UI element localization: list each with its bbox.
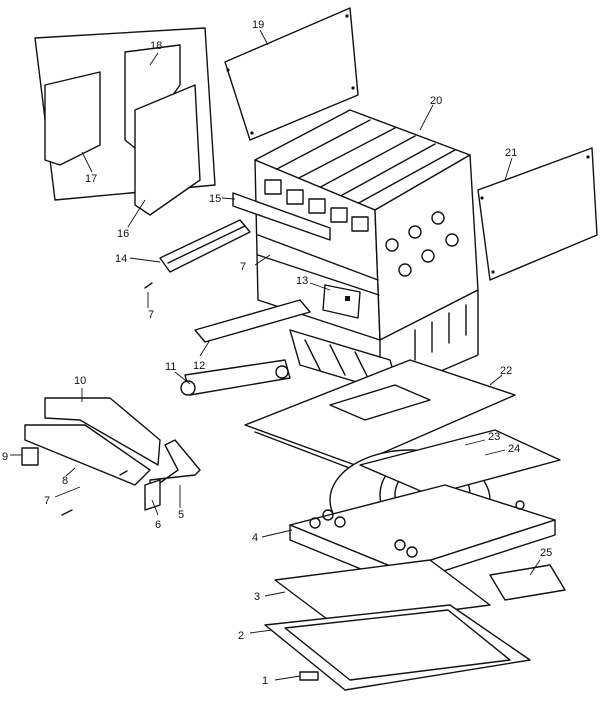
- panel-group-16-17-18: [34, 27, 216, 216]
- screw: [144, 282, 153, 289]
- callout-22: 22: [500, 365, 512, 377]
- callout-14: 14: [115, 253, 127, 265]
- callout-25: 25: [540, 547, 552, 559]
- bracket-6: [144, 479, 161, 511]
- callout-15: 15: [209, 193, 221, 205]
- callout-13: 13: [296, 275, 308, 287]
- filter-frame-2: [264, 604, 531, 691]
- callout-16: 16: [117, 228, 129, 240]
- panel-17: [44, 71, 101, 166]
- base-4: [289, 484, 556, 586]
- panel-16: [134, 84, 201, 216]
- rail-25: [489, 564, 566, 601]
- callout-11: 11: [165, 361, 176, 373]
- screw: [119, 470, 128, 476]
- callout-9: 9: [2, 451, 8, 463]
- callout-7-lower: 7: [44, 495, 50, 507]
- manifold-bar: [194, 299, 311, 343]
- callout-21: 21: [505, 147, 517, 159]
- callout-1: 1: [262, 675, 268, 687]
- callout-24: 24: [508, 443, 520, 455]
- shelf-insert: [329, 384, 431, 421]
- callout-3: 3: [254, 591, 260, 603]
- bracket-14: [159, 219, 251, 273]
- rail-group-8-10: [21, 397, 161, 486]
- panel-21: [477, 147, 598, 281]
- part-9: [21, 447, 39, 466]
- strip-15: [232, 192, 331, 241]
- callout-8: 8: [62, 475, 68, 487]
- rail-8: [24, 424, 151, 486]
- heat-exchanger-20: [254, 109, 479, 381]
- gas-valve-11: [180, 359, 291, 396]
- panel-19: [224, 7, 359, 141]
- callout-7-middle: 7: [148, 309, 154, 321]
- callout-20: 20: [430, 95, 442, 107]
- plate-23: [359, 429, 561, 496]
- callout-2: 2: [238, 630, 244, 642]
- callout-12: 12: [193, 360, 205, 372]
- callout-18: 18: [150, 40, 162, 52]
- callout-10: 10: [74, 375, 86, 387]
- callout-17: 17: [85, 173, 97, 185]
- burner-box-13: [322, 284, 361, 319]
- screw: [61, 509, 73, 516]
- callout-6: 6: [155, 519, 161, 531]
- callout-7-upper: 7: [240, 261, 246, 273]
- callout-5: 5: [178, 509, 184, 521]
- clip-1: [299, 671, 319, 681]
- callout-19: 19: [252, 19, 264, 31]
- callout-4: 4: [252, 532, 258, 544]
- rail-10: [44, 397, 161, 466]
- callout-23: 23: [488, 431, 500, 443]
